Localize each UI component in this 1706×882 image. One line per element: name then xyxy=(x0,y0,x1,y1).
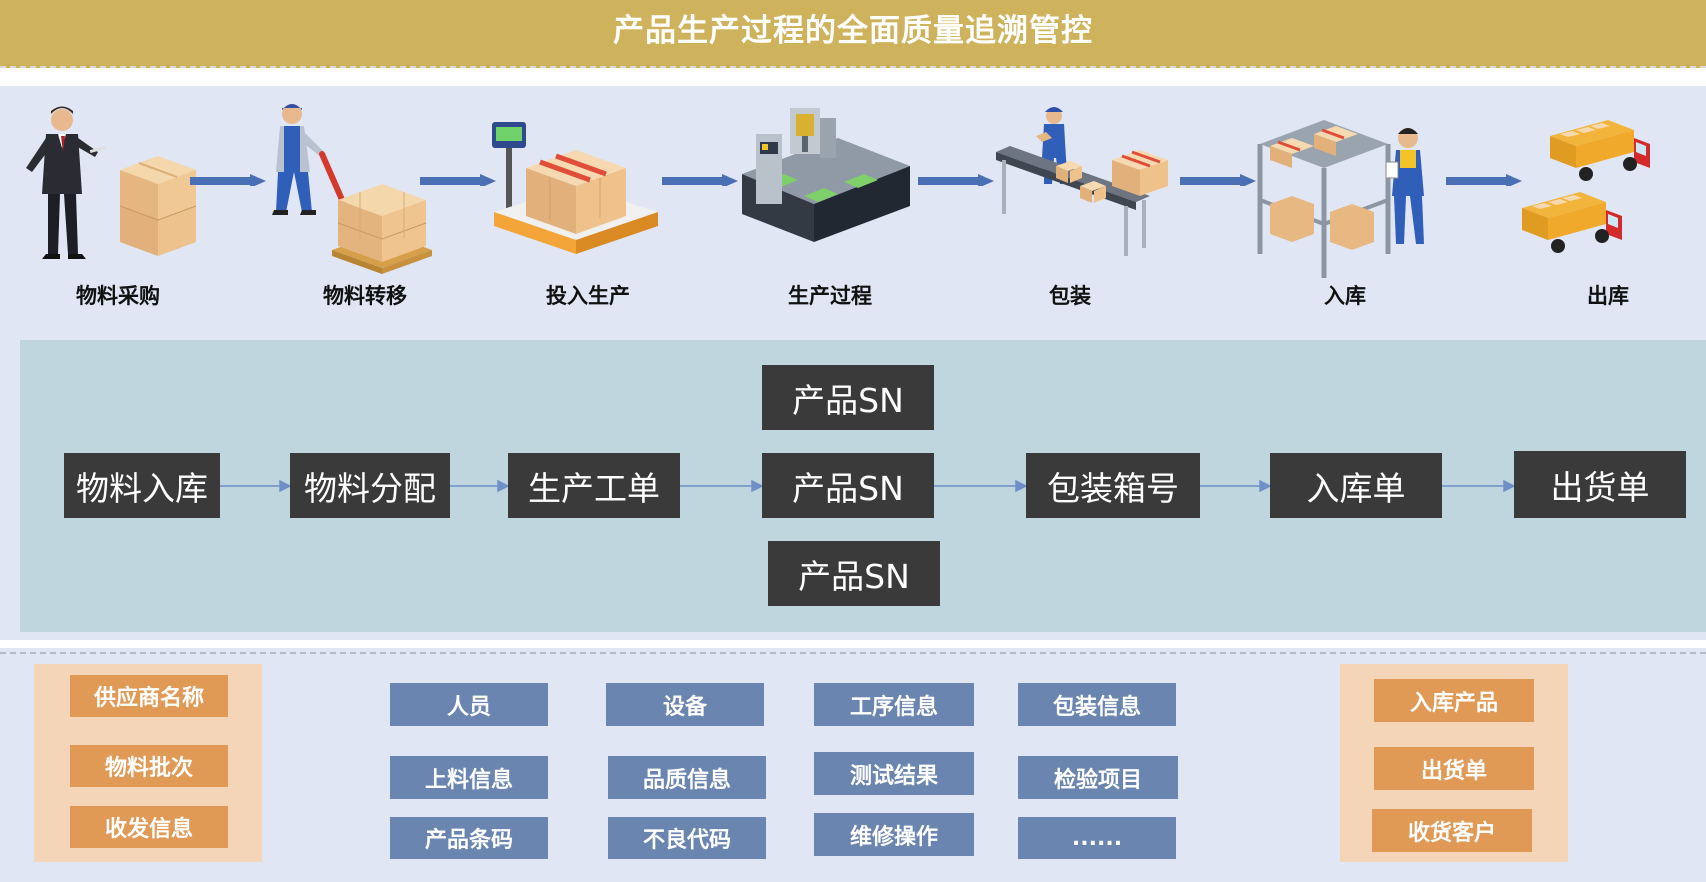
flow-product-sn-bottom: 产品SN xyxy=(768,541,940,606)
delivery-trucks-icon xyxy=(1520,118,1670,273)
flow-material-alloc: 物料分配 xyxy=(290,453,450,518)
stage-arrow-3 xyxy=(662,174,738,186)
flow-work-order: 生产工单 xyxy=(508,453,680,518)
shipping-order-tag: 出货单 xyxy=(1374,747,1534,790)
receiving-customer-tag: 收货客户 xyxy=(1372,809,1532,852)
process-info-tag: 工序信息 xyxy=(814,683,974,726)
warehouse-rack-worker-icon xyxy=(1256,104,1436,279)
product-barcode-tag: 产品条码 xyxy=(390,817,548,859)
stage-arrow-6 xyxy=(1446,174,1522,186)
flow-pack-box: 包装箱号 xyxy=(1026,453,1200,518)
equipment-tag: 设备 xyxy=(606,683,764,726)
packing-info-tag: 包装信息 xyxy=(1018,683,1176,726)
stage-label-input: 投入生产 xyxy=(546,284,630,308)
section-divider xyxy=(0,652,1706,654)
stock-in-product-tag: 入库产品 xyxy=(1374,679,1534,722)
stage-label-stock-out: 出库 xyxy=(1587,284,1629,308)
header-divider xyxy=(0,66,1706,68)
quality-info-tag: 品质信息 xyxy=(608,756,766,799)
flow-product-sn-mid: 产品SN xyxy=(762,453,934,518)
stage-label-packing: 包装 xyxy=(1049,284,1091,308)
page-title: 产品生产过程的全面质量追溯管控 xyxy=(613,13,1093,49)
repair-operation-tag: 维修操作 xyxy=(814,813,974,856)
feeding-info-tag: 上料信息 xyxy=(390,756,548,799)
stage-arrow-2 xyxy=(420,174,496,186)
flow-stock-in: 入库单 xyxy=(1270,453,1442,518)
header-bar: 产品生产过程的全面质量追溯管控 xyxy=(0,0,1706,68)
production-machine-icon xyxy=(734,104,914,274)
stage-arrow-5 xyxy=(1180,174,1256,186)
flow-product-sn-top: 产品SN xyxy=(762,365,934,430)
send-receive-info-tag: 收发信息 xyxy=(70,806,228,848)
stage-label-transfer: 物料转移 xyxy=(323,284,407,308)
stage-label-stock-in: 入库 xyxy=(1324,284,1366,308)
defect-code-tag: 不良代码 xyxy=(608,817,766,859)
packing-conveyor-icon xyxy=(996,106,1176,276)
flow-material-in: 物料入库 xyxy=(64,453,220,518)
stage-arrow-1 xyxy=(190,174,266,186)
supplier-name-tag: 供应商名称 xyxy=(70,675,228,717)
more-tag: ...... xyxy=(1018,817,1176,859)
stage-arrow-4 xyxy=(918,174,994,186)
weighing-scale-boxes-icon xyxy=(490,112,660,272)
personnel-tag: 人员 xyxy=(390,683,548,726)
inspection-item-tag: 检验项目 xyxy=(1018,756,1178,799)
stage-label-process: 生产过程 xyxy=(788,284,872,308)
material-batch-tag: 物料批次 xyxy=(70,745,228,787)
test-result-tag: 测试结果 xyxy=(814,752,974,795)
stage-label-purchase: 物料采购 xyxy=(76,284,160,308)
purchaser-with-boxes-icon xyxy=(20,100,200,270)
pallet-jack-worker-icon xyxy=(262,100,432,275)
flow-shipping: 出货单 xyxy=(1514,451,1686,518)
